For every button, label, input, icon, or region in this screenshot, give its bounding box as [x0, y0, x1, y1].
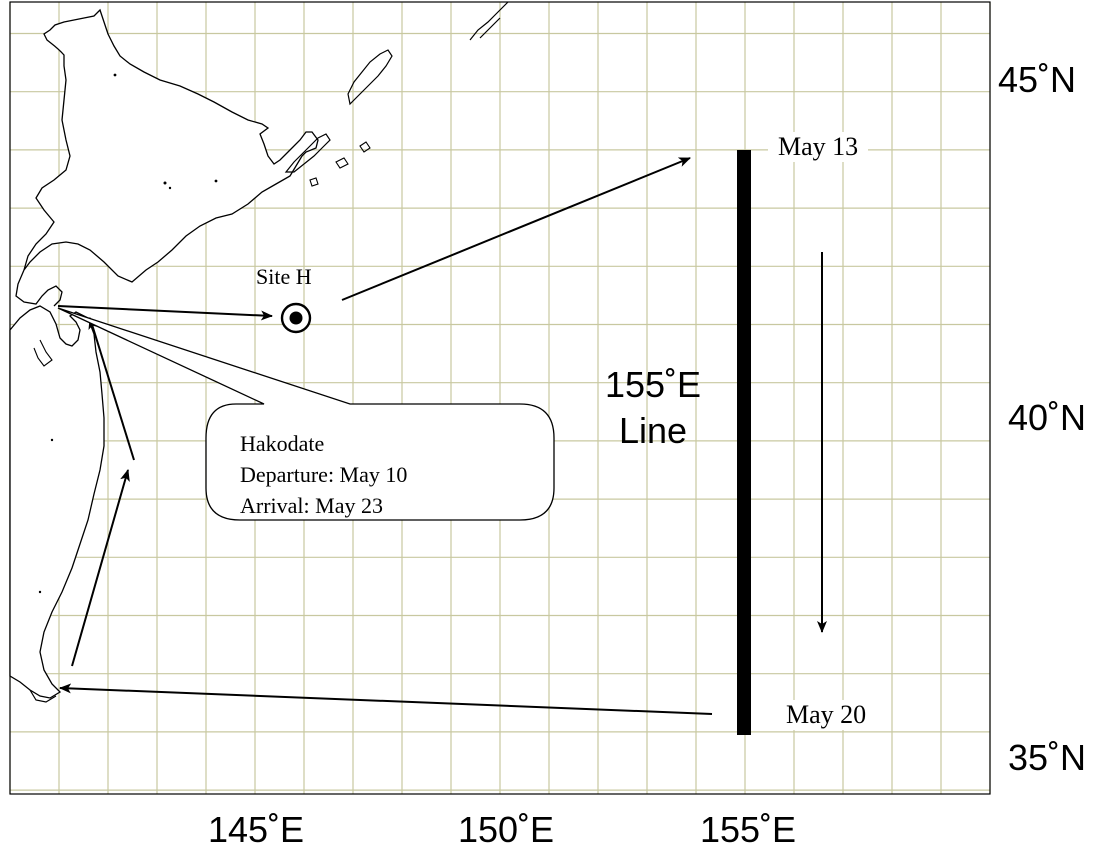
coastline-sakhalin	[469, 1, 509, 41]
transect-label-line1: 155˚E	[604, 364, 702, 405]
islet	[113, 73, 117, 77]
coastline-kuril-1	[347, 49, 393, 106]
transect-label: 155˚E Line	[598, 362, 708, 454]
coastline-kuril-2	[284, 133, 331, 173]
track-transect-south-to-boso	[59, 683, 713, 715]
lon-label-150e: 150˚E	[458, 809, 555, 850]
islet	[163, 181, 167, 185]
transect-label-line2: Line	[618, 410, 688, 451]
coastline-hokkaido	[23, 8, 319, 283]
islet	[214, 179, 218, 183]
coastline-kuril-4	[359, 141, 371, 153]
islet	[38, 590, 42, 594]
callout-arrival: Arrival: May 23	[240, 493, 383, 518]
islet	[50, 438, 54, 442]
callout-departure: Departure: May 10	[240, 462, 408, 487]
coastline-honshu	[9, 305, 105, 699]
track-north-to-hakodate	[88, 317, 135, 461]
lat-label-40n: 40˚N	[1008, 397, 1087, 438]
callout-port: Hakodate	[240, 431, 325, 456]
transect-start-date: May 13	[768, 132, 869, 162]
coastline-kuril-5	[309, 177, 319, 187]
track-boso-north	[71, 469, 130, 667]
lon-label-145e: 145˚E	[208, 809, 305, 850]
coastline-kuril-3	[335, 157, 349, 169]
coastline-boso	[29, 689, 57, 703]
hakodate-callout-text: Hakodate Departure: May 10 Arrival: May …	[240, 428, 407, 521]
transect-end-date: May 20	[776, 700, 877, 730]
hakodate-callout-balloon	[57, 307, 555, 521]
lon-label-155e: 155˚E	[700, 809, 797, 850]
lat-label-45n: 45˚N	[998, 59, 1077, 100]
coastline-mutsu-bay	[33, 339, 53, 367]
coastline-oshima-peninsula	[15, 269, 63, 307]
site-h-marker-inner	[289, 311, 303, 325]
lat-label-35n: 35˚N	[1008, 737, 1087, 778]
transect-155e-line	[737, 150, 751, 735]
track-hakodate-to-site	[57, 305, 273, 321]
site-h-label: Site H	[256, 264, 312, 289]
islet	[168, 186, 172, 190]
track-site-to-transect-north	[341, 157, 691, 301]
